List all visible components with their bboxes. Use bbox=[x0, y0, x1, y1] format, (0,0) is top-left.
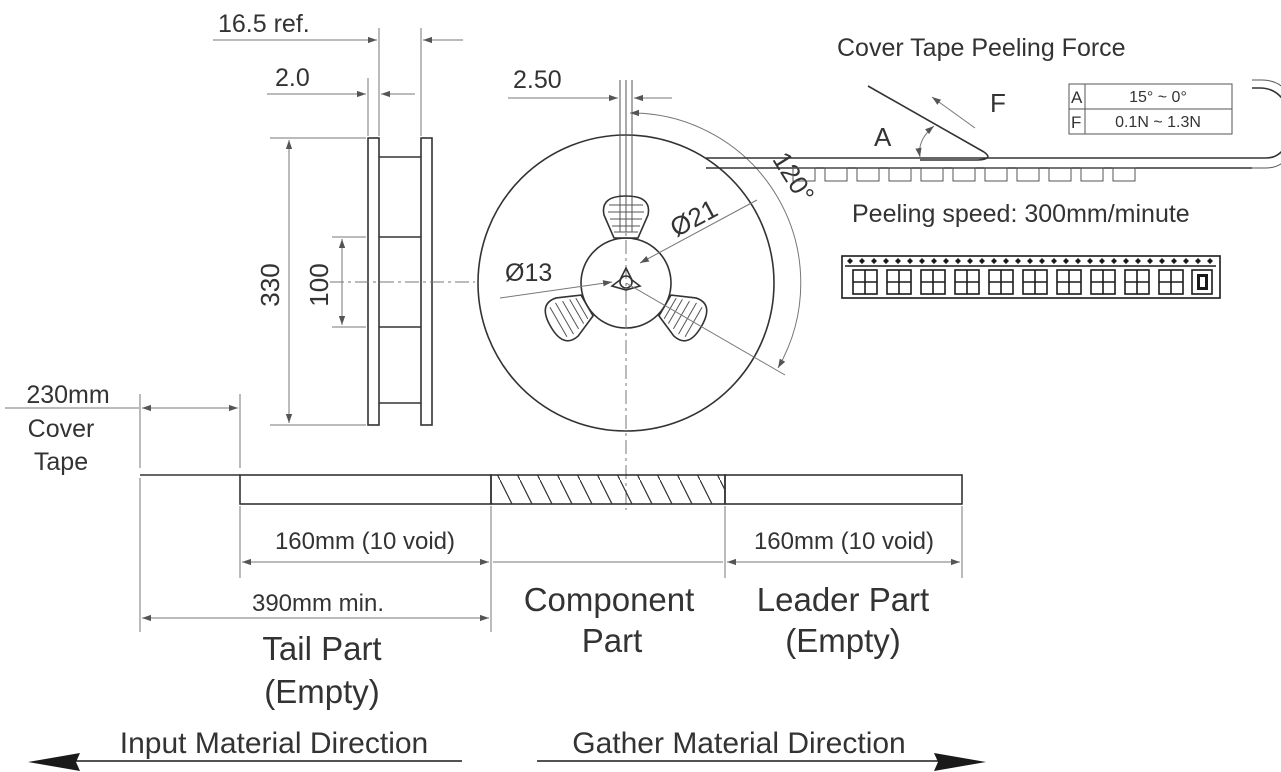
tape-pockets bbox=[792, 167, 1136, 182]
angle-label: 120° bbox=[767, 146, 821, 208]
inner-hub-diameter-label: Ø13 bbox=[505, 259, 552, 287]
peeling-speed-label: Peeling speed: 300mm/minute bbox=[852, 200, 1190, 228]
spec-row-a-key: A bbox=[1071, 88, 1083, 107]
leader-part-label-line1: Leader Part bbox=[757, 581, 929, 618]
tape-sprocket-holes bbox=[847, 258, 1213, 264]
input-direction-label: Input Material Direction bbox=[120, 727, 428, 760]
tail-part-label-line2: (Empty) bbox=[264, 673, 380, 710]
force-symbol: F bbox=[990, 88, 1006, 118]
tape-section-layout: 230mm Cover Tape 160mm (10 void) 160mm (… bbox=[5, 381, 963, 710]
peeling-force-title: Cover Tape Peeling Force bbox=[837, 34, 1126, 62]
reel-side-view: 330 100 16.5 ref. 2.0 bbox=[213, 10, 475, 426]
angle-symbol: A bbox=[874, 122, 892, 152]
leader-part-label-line2: (Empty) bbox=[785, 622, 901, 659]
reel-spoke-left bbox=[544, 294, 594, 342]
gather-direction-label: Gather Material Direction bbox=[572, 727, 905, 760]
tape-cavities bbox=[852, 269, 1213, 295]
spec-row-f-key: F bbox=[1071, 113, 1081, 132]
spec-row-a-value: 15° ~ 0° bbox=[1129, 89, 1187, 106]
material-direction-arrows: Input Material Direction Gather Material… bbox=[28, 727, 986, 771]
component-part-label-line2: Part bbox=[582, 622, 643, 659]
tail-void-length-label: 160mm (10 void) bbox=[275, 528, 455, 555]
leader-void-length-label: 160mm (10 void) bbox=[754, 528, 934, 555]
reel-width-ref-label: 16.5 ref. bbox=[218, 10, 310, 38]
peeling-force-diagram: Cover Tape Peeling Force F A bbox=[706, 34, 1281, 228]
gather-direction-arrowhead bbox=[934, 753, 986, 771]
hub-diameter-label: 100 bbox=[304, 263, 334, 306]
component-part-label-line1: Component bbox=[524, 581, 695, 618]
tail-min-length-label: 390mm min. bbox=[252, 590, 384, 617]
input-direction-arrowhead bbox=[28, 753, 80, 771]
reel-diameter-label: 330 bbox=[255, 263, 285, 306]
reel-front-view: 2.50 120° Ø21 Ø13 bbox=[477, 66, 821, 510]
spec-row-f-value: 0.1N ~ 1.3N bbox=[1115, 114, 1201, 131]
hub-width-label: 2.0 bbox=[275, 64, 310, 92]
tape-strip-top-view bbox=[841, 255, 1221, 299]
outer-hub-diameter-label: Ø21 bbox=[665, 193, 722, 243]
peeling-spec-table: A 15° ~ 0° F 0.1N ~ 1.3N bbox=[1068, 83, 1233, 135]
cover-tape-label-line3: Tape bbox=[34, 448, 88, 476]
cover-tape-length-label: 230mm bbox=[26, 381, 109, 409]
tail-part-label-line1: Tail Part bbox=[262, 630, 381, 667]
cover-tape-label-line2: Cover bbox=[28, 415, 95, 443]
slot-width-label: 2.50 bbox=[513, 66, 562, 94]
